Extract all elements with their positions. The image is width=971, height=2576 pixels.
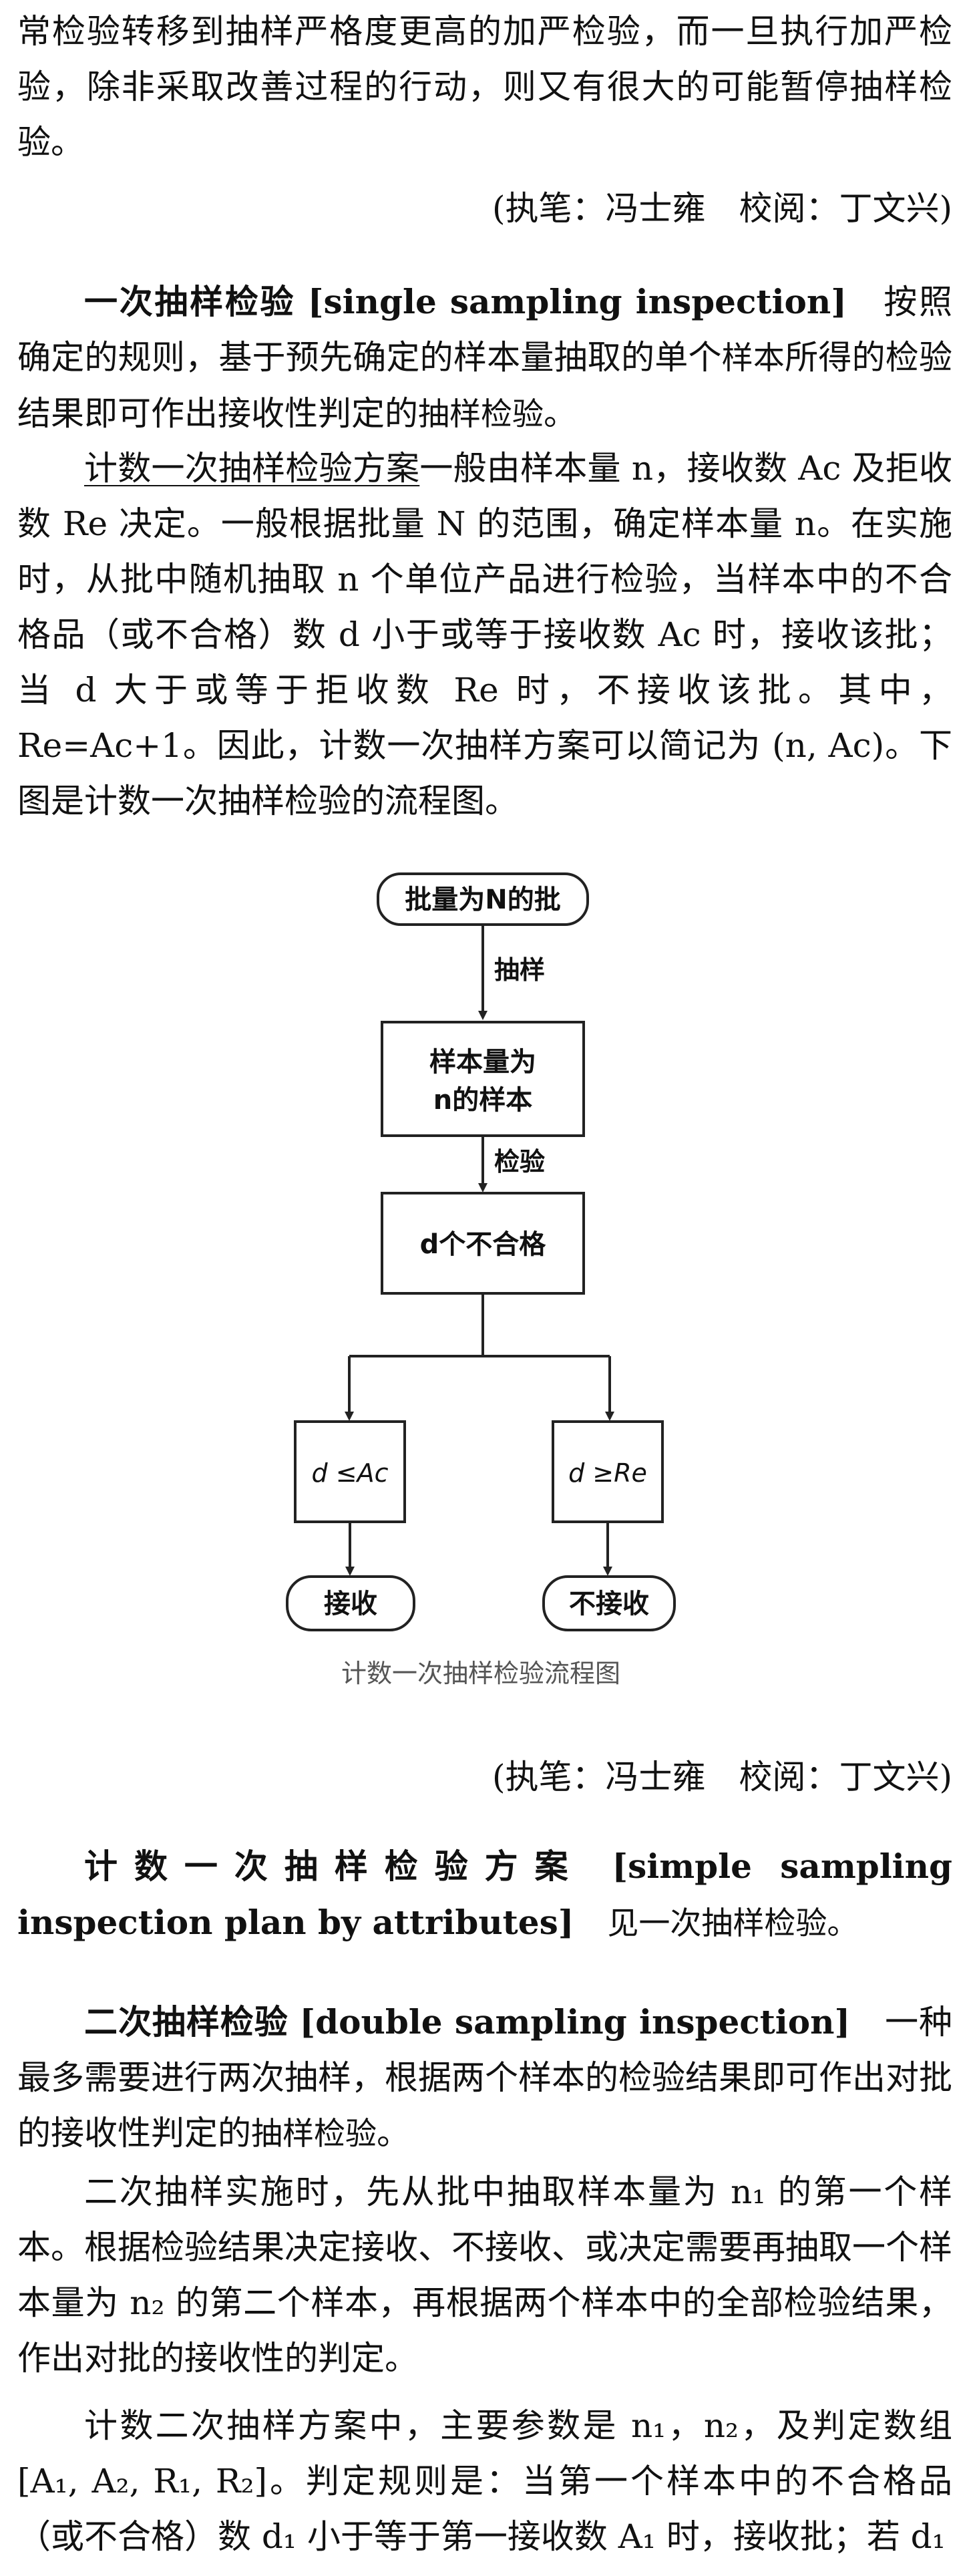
flow-arrow-label-sampling: 抽样 bbox=[494, 955, 545, 985]
cross-reference-term: 抽样检验 bbox=[251, 2116, 377, 2152]
entry-headword: 二次抽样检验 bbox=[84, 2003, 288, 2042]
flow-start-label: 批量为N的批 bbox=[405, 884, 560, 915]
flow-defect-label: d个不合格 bbox=[420, 1229, 547, 1260]
entry-definition-part: 。 bbox=[377, 2114, 410, 2152]
entry-definition-part: 按照确定的规则，基于预先确定的样本量抽取的单个 bbox=[17, 283, 953, 377]
entry-headword: 计数一次抽样检验方案 bbox=[84, 1847, 585, 1886]
entry-english-term: [single sampling inspection] bbox=[307, 282, 847, 321]
see-reference: 见一次抽样检验。 bbox=[607, 1905, 859, 1942]
flow-sample-label-2: n的样本 bbox=[433, 1085, 532, 1116]
flow-accept-label: 接收 bbox=[324, 1589, 377, 1619]
entry-definition-part: 。 bbox=[544, 394, 577, 433]
cross-reference-term: 抽样检验 bbox=[418, 396, 544, 433]
flow-arrow-label-inspection: 检验 bbox=[494, 1147, 545, 1176]
flow-accept-condition-box bbox=[294, 1420, 406, 1523]
flow-accept-box bbox=[286, 1575, 415, 1631]
entry-english-term: [double sampling inspection] bbox=[299, 2002, 851, 2042]
entry-headword: 一次抽样检验 bbox=[84, 283, 296, 321]
signature-line: (执笔：冯士雍 校阅：丁文兴) bbox=[492, 189, 952, 228]
flow-reject-box bbox=[542, 1575, 676, 1631]
paragraph-continued: 常检验转移到抽样严格度更高的加严检验，而一旦执行加严检验，除非采取改善过程的行动… bbox=[17, 12, 952, 162]
paragraph-text: 一般由样本量 n，接收数 Ac 及拒收数 Re 决定。一般根据批量 N 的范围，… bbox=[17, 449, 952, 820]
paragraph-double-sampling-procedure: 二次抽样实施时，先从批中抽取样本量为 n₁ 的第一个样本。根据检验结果决定接收、… bbox=[17, 2172, 952, 2378]
paragraph-double-sampling-rules: 计数二次抽样方案中，主要参数是 n₁，n₂，及判定数组 [A₁, A₂, R₁,… bbox=[17, 2406, 952, 2556]
entry-double-sampling: 二次抽样检验 [double sampling inspection] 一种最多… bbox=[17, 1994, 952, 2162]
entry-english-term: [simple sampling inspection plan by attr… bbox=[17, 1846, 952, 1942]
paragraph-plan-description: 计数一次抽样检验方案一般由样本量 n，接收数 Ac 及拒收数 Re 决定。一般根… bbox=[17, 441, 952, 829]
sampling-flowchart: 批量为N的批 抽样 样本量为 n的样本 检验 d个不合格 d ≤Ac d ≥Re… bbox=[286, 872, 676, 1688]
flow-accept-condition-label: d ≤Ac bbox=[312, 1458, 389, 1488]
entry-single-sampling: 一次抽样检验 [single sampling inspection] 按照确定… bbox=[17, 274, 952, 442]
flow-reject-condition-box bbox=[552, 1420, 664, 1523]
underlined-term: 计数一次抽样检验方案 bbox=[84, 449, 420, 488]
flow-sample-box bbox=[381, 1021, 585, 1137]
entry-definition-part: 一种最多需要进行两次抽样，根据两个样本的检验结果即可作出对批的接收性判定的 bbox=[17, 2003, 953, 2152]
flow-reject-condition-label: d ≥Re bbox=[568, 1458, 647, 1488]
flow-reject-label: 不接收 bbox=[569, 1589, 649, 1619]
cross-reference-term: 样本 bbox=[721, 340, 785, 377]
signature-line: (执笔：冯士雍 校阅：丁文兴) bbox=[492, 1758, 952, 1796]
flowchart-caption: 计数一次抽样检验流程图 bbox=[341, 1659, 620, 1688]
flow-defect-box bbox=[381, 1192, 585, 1295]
entry-definition-part: 所得的检验结果即可作出接收性判定的 bbox=[17, 338, 953, 433]
entry-plan-by-attributes: 计数一次抽样检验方案 [simple sampling inspection p… bbox=[17, 1838, 952, 1951]
flow-sample-label-1: 样本量为 bbox=[429, 1047, 536, 1078]
